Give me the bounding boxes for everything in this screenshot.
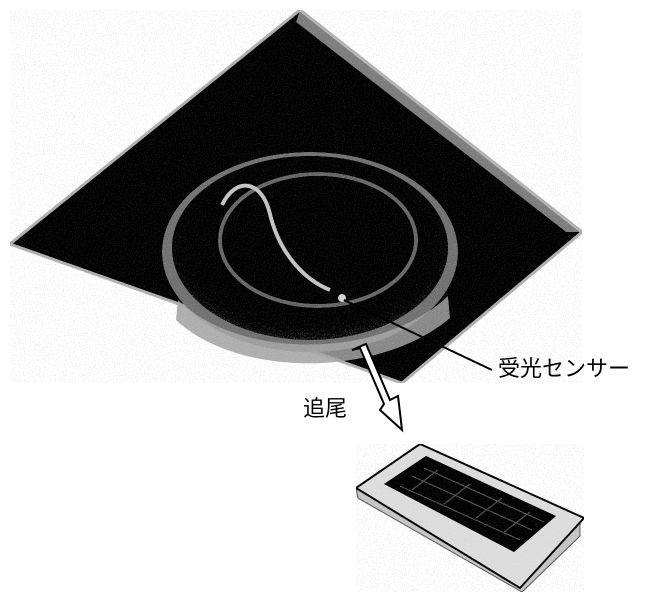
louver-vane <box>220 183 331 292</box>
follow-label: 追尾 <box>303 397 348 422</box>
remote-screen <box>384 456 556 552</box>
panel-rim <box>296 10 582 232</box>
bowl-inner-ring <box>218 172 418 308</box>
remote-controller-icon <box>354 442 586 593</box>
ceiling-cassette-unit-icon <box>6 8 585 385</box>
hollow-down-arrow-icon <box>351 342 404 433</box>
sensor-leader-line <box>343 299 493 371</box>
remote-buttons <box>399 467 545 541</box>
bowl-inner <box>228 184 408 300</box>
bowl-front-rim <box>176 296 450 364</box>
light-sensor-label: 受光センサー <box>498 357 631 382</box>
